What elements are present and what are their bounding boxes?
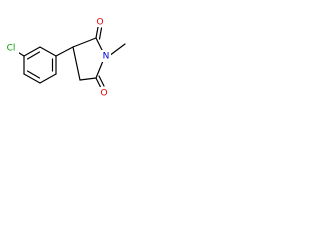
oxygen-bottom-atom-label: O: [100, 89, 107, 99]
bond-ring-1: [23, 46, 41, 57]
bond-c3-c2: [72, 37, 97, 48]
carbonyl-top: [95, 26, 103, 40]
bond-ring-2: [39, 46, 57, 57]
bond-c5-c4: [79, 77, 97, 81]
bond-ring-double-1: [26, 51, 41, 60]
bond-aryl-ring-junction: [55, 46, 74, 57]
bond-c4-c3: [72, 46, 81, 81]
oxygen-top-label-bg: [95, 16, 105, 27]
oxygen-top-atom-label: O: [96, 18, 103, 28]
benzene-ring: [23, 46, 57, 84]
bond-ring-double-3: [26, 70, 41, 79]
chlorine-atom-label: Cl: [7, 44, 16, 54]
nitrogen-atom-label: N: [103, 52, 110, 62]
bond-ring-5: [23, 73, 41, 84]
nitrogen-label-bg: [101, 50, 111, 62]
chlorine-label-bg: [3, 42, 19, 54]
bond-c2-o-2: [98, 27, 103, 40]
succinimide-ring: [72, 37, 106, 81]
oxygen-bottom-label-bg: [99, 87, 109, 98]
bond-c5-o-2: [98, 75, 105, 87]
carbonyl-bottom: [95, 75, 105, 89]
bond-c2-o-1: [95, 26, 99, 39]
molecule-structure-diagram: Cl N O O: [3, 16, 126, 99]
bond-ring-4: [39, 73, 57, 84]
structure-canvas: Cl N O O: [0, 0, 150, 150]
bond-c5-o-1: [95, 77, 102, 89]
bond-n-methyl: [108, 43, 126, 57]
